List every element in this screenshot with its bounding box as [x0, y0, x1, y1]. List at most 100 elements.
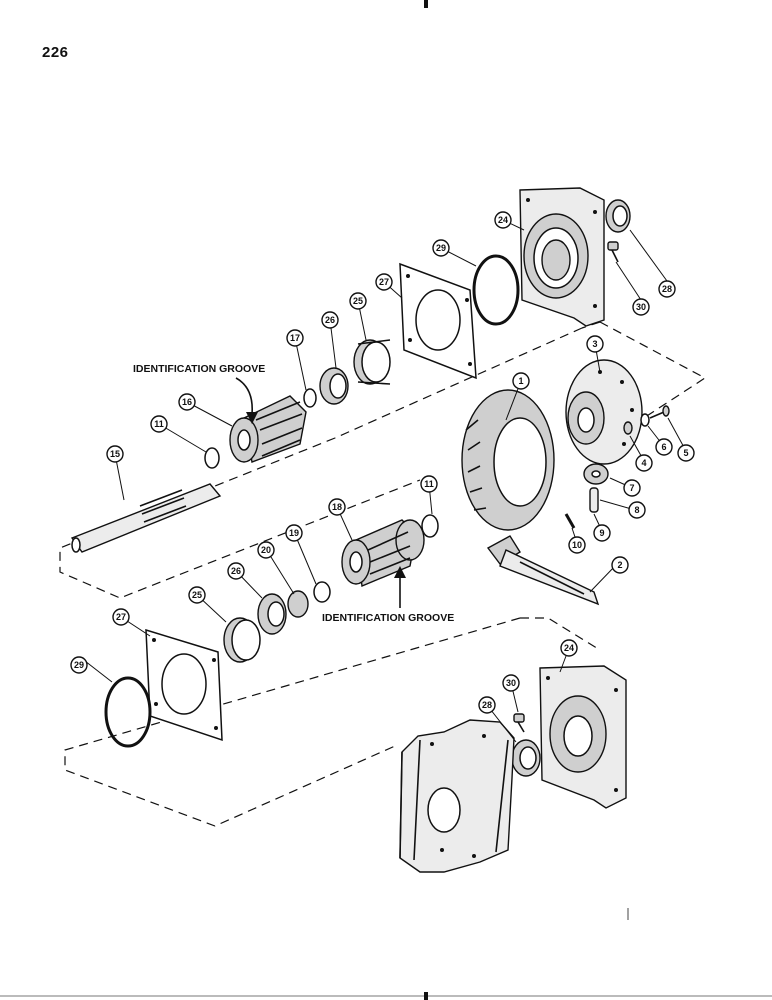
callout-25-lower: 25 — [188, 586, 206, 604]
differential-case-3 — [565, 359, 643, 465]
svg-text:24: 24 — [498, 215, 508, 225]
callout-10: 10 — [568, 536, 586, 554]
thrust-washer-upper — [204, 447, 220, 469]
callout-26-upper: 26 — [321, 311, 339, 329]
side-pinion-7 — [583, 463, 609, 485]
svg-text:29: 29 — [436, 243, 446, 253]
svg-text:8: 8 — [634, 505, 639, 515]
callout-9: 9 — [593, 524, 611, 542]
svg-text:6: 6 — [661, 442, 666, 452]
o-ring-lower — [104, 676, 152, 748]
callout-28-upper: 28 — [658, 280, 676, 298]
svg-text:26: 26 — [325, 315, 335, 325]
id-groove-arrow-lower — [394, 566, 406, 608]
svg-text:25: 25 — [353, 296, 363, 306]
bolt-lower — [513, 713, 525, 733]
gasket-lower — [145, 628, 223, 742]
pinion-shaft-8 — [589, 487, 599, 513]
pinion-gear-18 — [341, 519, 425, 587]
svg-text:24: 24 — [564, 643, 574, 653]
scan-mark-bottom — [424, 992, 428, 1000]
pinion-gear-16 — [229, 395, 307, 463]
callout-24-lower: 24 — [560, 639, 578, 657]
svg-text:9: 9 — [599, 528, 604, 538]
pin-10 — [564, 513, 576, 529]
id-groove-arrow-upper — [235, 377, 258, 424]
callout-15: 15 — [106, 445, 124, 463]
svg-text:26: 26 — [231, 566, 241, 576]
callout-27-lower: 27 — [112, 608, 130, 626]
id-groove-label-lower: IDENTIFICATION GROOVE — [322, 612, 454, 624]
callout-28-lower: 28 — [478, 696, 496, 714]
svg-text:19: 19 — [289, 528, 299, 538]
svg-text:28: 28 — [482, 700, 492, 710]
drive-pinion-2 — [486, 535, 600, 606]
callout-29-lower: 29 — [70, 656, 88, 674]
callout-4: 4 — [635, 454, 653, 472]
bearing-cone-lower — [257, 593, 287, 635]
svg-text:18: 18 — [332, 502, 342, 512]
bushing-19 — [313, 581, 331, 603]
thrust-washer-lower — [421, 514, 439, 538]
svg-text:27: 27 — [379, 277, 389, 287]
svg-text:25: 25 — [192, 590, 202, 600]
bearing-cup-lower — [223, 617, 261, 663]
washer-6 — [640, 413, 650, 427]
bearing-cup-upper — [353, 339, 391, 385]
svg-text:27: 27 — [116, 612, 126, 622]
callout-20: 20 — [257, 541, 275, 559]
ring-gear-1 — [461, 389, 555, 531]
svg-text:16: 16 — [182, 397, 192, 407]
svg-text:17: 17 — [290, 333, 300, 343]
callout-16: 16 — [178, 393, 196, 411]
nut-4 — [623, 421, 633, 435]
callout-7: 7 — [623, 479, 641, 497]
callout-8: 8 — [628, 501, 646, 519]
upper-assembly-outline — [59, 321, 707, 599]
bearing-retainer-lower — [539, 665, 627, 809]
callout-26-lower: 26 — [227, 562, 245, 580]
scan-mark-top — [424, 0, 428, 8]
callout-11-lower: 11 — [420, 475, 438, 493]
bolt-5 — [649, 405, 670, 419]
callout-11-upper: 11 — [150, 415, 168, 433]
callout-19: 19 — [285, 524, 303, 542]
svg-text:11: 11 — [424, 479, 434, 489]
svg-text:15: 15 — [110, 449, 120, 459]
svg-text:1: 1 — [518, 376, 523, 386]
bolt-upper — [607, 241, 619, 263]
svg-text:30: 30 — [506, 678, 516, 688]
svg-text:28: 28 — [662, 284, 672, 294]
callout-3: 3 — [586, 335, 604, 353]
gasket-upper — [399, 262, 477, 380]
spacer-17 — [303, 388, 317, 408]
callout-5: 5 — [677, 444, 695, 462]
shaft-15 — [70, 483, 222, 553]
bearing-retainer-upper — [519, 187, 605, 327]
svg-text:20: 20 — [261, 545, 271, 555]
callout-24-upper: 24 — [494, 211, 512, 229]
callout-25-upper: 25 — [349, 292, 367, 310]
page-number: 226 — [42, 44, 69, 61]
svg-text:11: 11 — [154, 419, 164, 429]
bearing-cone-upper — [319, 367, 349, 405]
callout-29-upper: 29 — [432, 239, 450, 257]
callout-17: 17 — [286, 329, 304, 347]
oil-seal-lower — [511, 739, 541, 777]
bearing-20 — [287, 590, 309, 618]
svg-text:5: 5 — [683, 448, 688, 458]
callout-30-lower: 30 — [502, 674, 520, 692]
callout-2: 2 — [611, 556, 629, 574]
callout-1: 1 — [512, 372, 530, 390]
id-groove-label-upper: IDENTIFICATION GROOVE — [133, 363, 265, 375]
svg-text:10: 10 — [572, 540, 582, 550]
callout-6: 6 — [655, 438, 673, 456]
svg-text:7: 7 — [629, 483, 634, 493]
svg-text:2: 2 — [617, 560, 622, 570]
housing — [399, 719, 515, 873]
svg-text:4: 4 — [641, 458, 646, 468]
callout-18: 18 — [328, 498, 346, 516]
svg-text:3: 3 — [592, 339, 597, 349]
oil-seal-upper — [605, 199, 631, 233]
